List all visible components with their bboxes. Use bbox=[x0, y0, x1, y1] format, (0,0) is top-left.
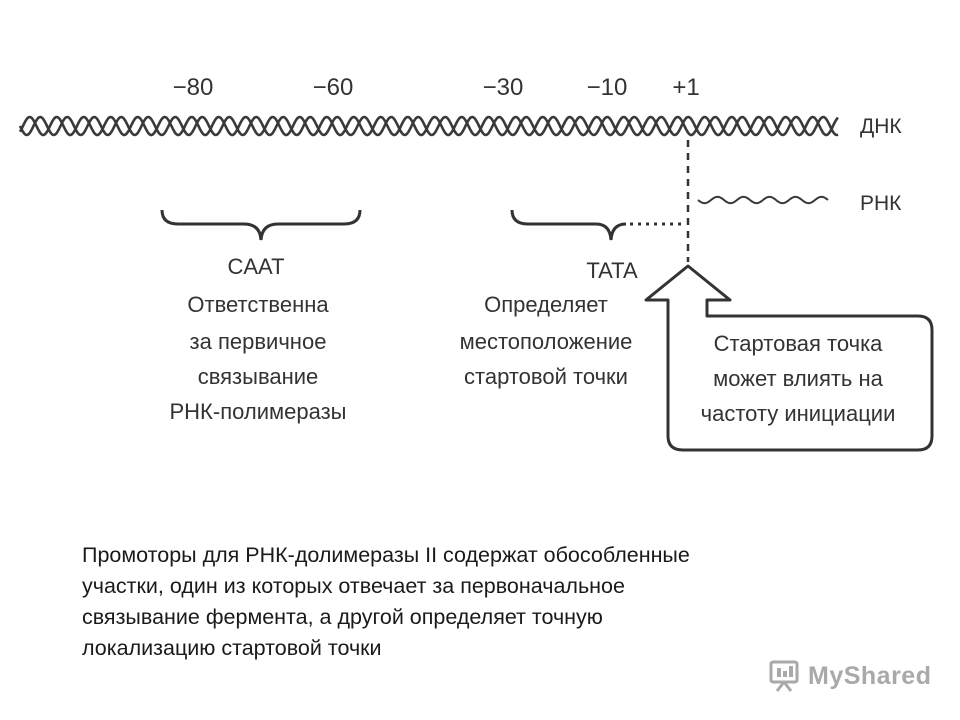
tata-description-line-2: местоположение bbox=[460, 329, 633, 354]
caat-description-line-4: РНК-полимеразы bbox=[170, 399, 347, 424]
start-description-line-2: может влиять на bbox=[713, 366, 884, 391]
start-point-callout-arrow bbox=[644, 264, 934, 452]
caat-label: CAAT bbox=[227, 254, 284, 279]
myshared-watermark: MyShared bbox=[766, 656, 931, 696]
tata-brace bbox=[510, 209, 627, 241]
position-label-minus30: −30 bbox=[483, 74, 524, 101]
caat-description-line-2: за первичное bbox=[190, 329, 327, 354]
watermark-text: MyShared bbox=[808, 661, 932, 690]
rna-label: РНК bbox=[860, 192, 902, 215]
caption-line: локализацию стартовой точки bbox=[82, 636, 382, 660]
caption-line: Промоторы для РНК-долимеразы II содержат… bbox=[82, 543, 690, 567]
caat-description-line-3: связывание bbox=[198, 364, 319, 389]
dna-helix bbox=[18, 115, 839, 137]
promoter-diagram: −80 −60 −30 −10 +1 ДНК РНК CAAT Ответств… bbox=[18, 74, 934, 452]
caption-line: связывание фермента, а другой определяет… bbox=[82, 605, 603, 629]
tata-description-line-3: стартовой точки bbox=[464, 364, 628, 389]
position-label-minus60: −60 bbox=[313, 74, 354, 101]
position-label-minus80: −80 bbox=[173, 74, 214, 101]
position-label-minus10: −10 bbox=[587, 74, 628, 101]
caat-brace bbox=[160, 209, 362, 241]
rna-transcript bbox=[697, 195, 829, 205]
tata-label: TATA bbox=[586, 258, 638, 283]
tata-description-line-1: Определяет bbox=[484, 292, 608, 317]
start-description-line-1: Стартовая точка bbox=[714, 331, 884, 356]
position-label-plus1: +1 bbox=[672, 74, 699, 101]
start-description-line-3: частоту инициации bbox=[701, 401, 896, 426]
slide-caption: Промоторы для РНК-долимеразы II содержат… bbox=[82, 540, 882, 664]
caat-description-line-1: Ответственна bbox=[187, 292, 329, 317]
presentation-board-icon bbox=[769, 660, 799, 692]
dna-label: ДНК bbox=[860, 115, 902, 138]
caption-line: участки, один из которых отвечает за пер… bbox=[82, 574, 625, 598]
dna-strand-b bbox=[18, 115, 839, 137]
